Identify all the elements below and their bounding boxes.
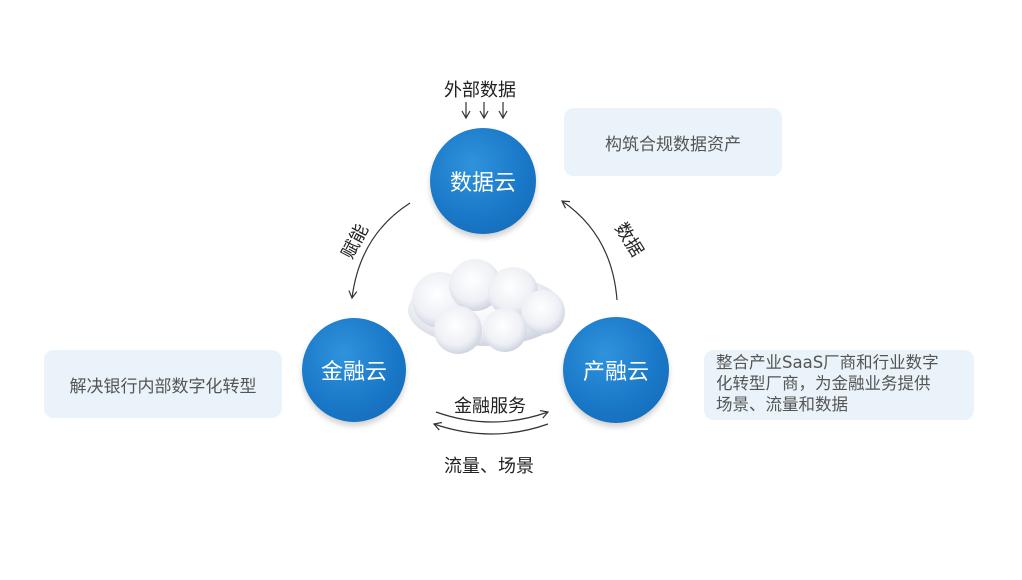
finance-cloud-node: 金融云 (302, 318, 406, 422)
data-cloud-label: 数据云 (449, 171, 516, 196)
cloud-illustration (408, 259, 565, 354)
empower-arrow (348, 202, 411, 300)
industry-description-line-1: 整合产业SaaS厂商和行业数字 (716, 353, 939, 372)
industry-description-box: 整合产业SaaS厂商和行业数字 化转型厂商，为金融业务提供 场景、流量和数据 (704, 350, 974, 420)
finance-services-arrow (435, 409, 550, 423)
finance-description-box: 解决银行内部数字化转型 (44, 350, 282, 418)
traffic-scenes-arrow (432, 421, 549, 435)
data-cloud-node: 数据云 (430, 128, 536, 234)
data-description-text: 构筑合规数据资产 (605, 134, 741, 155)
data-description-box: 构筑合规数据资产 (564, 108, 782, 176)
industry-cloud-label: 产融云 (582, 360, 649, 385)
industry-description-line-2: 化转型厂商，为金融业务提供 (716, 374, 931, 393)
traffic-scenes-label: 流量、场景 (444, 456, 534, 477)
industry-cloud-node: 产融云 (563, 317, 669, 423)
finance-cloud-label: 金融云 (320, 360, 387, 385)
data-arrow (561, 200, 618, 301)
finance-description-text: 解决银行内部数字化转型 (69, 376, 257, 397)
industry-description-line-3: 场景、流量和数据 (716, 395, 848, 414)
finance-services-label: 金融服务 (454, 396, 526, 417)
external-data-label: 外部数据 (444, 80, 516, 101)
